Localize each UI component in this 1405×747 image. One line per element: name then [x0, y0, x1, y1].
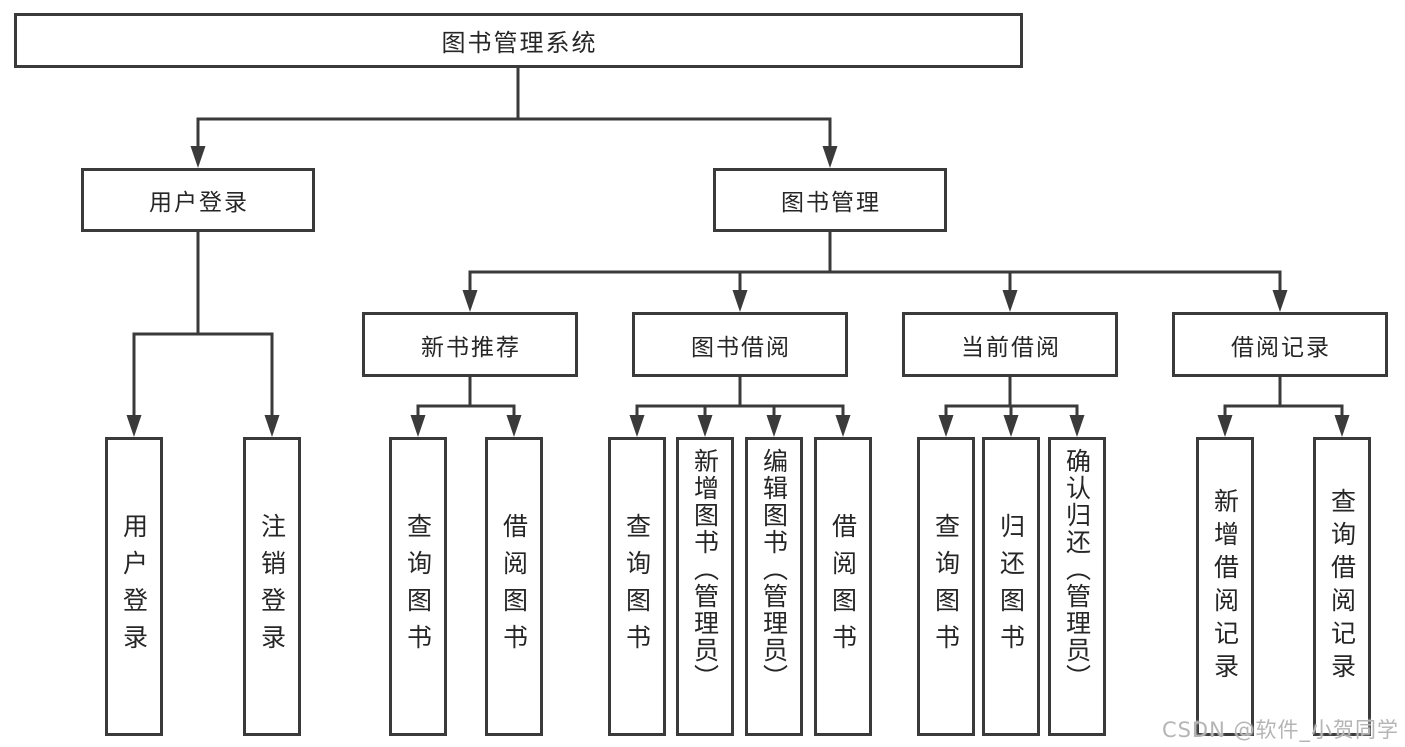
leaf-query-books-borrow: 查询图书 [608, 437, 666, 736]
node-book-borrow: 图书借阅 [632, 312, 848, 377]
watermark: CSDN @软件_小贺同学 [1161, 718, 1399, 742]
leaf-borrow-books-recommend: 借阅图书 [485, 437, 543, 736]
leaf-return-books: 归还图书 [982, 437, 1040, 736]
node-user-login: 用户登录 [81, 168, 315, 232]
leaf-add-borrow-record: 新增借阅记录 [1196, 437, 1254, 736]
node-new-book-recommend: 新书推荐 [362, 312, 578, 377]
leaf-query-books-recommend: 查询图书 [389, 437, 447, 736]
node-current-borrow: 当前借阅 [902, 312, 1118, 377]
leaf-logout: 注销登录 [243, 437, 301, 736]
leaf-borrow-books-borrow: 借阅图书 [814, 437, 872, 736]
node-book-management: 图书管理 [713, 168, 947, 232]
node-borrow-record: 借阅记录 [1172, 312, 1388, 377]
node-library-management-system: 图书管理系统 [14, 13, 1023, 68]
leaf-add-book-admin: 新增图书（管理员） [676, 437, 734, 736]
leaf-confirm-return-admin: 确认归还（管理员） [1048, 437, 1106, 736]
leaf-query-books-current: 查询图书 [917, 437, 975, 736]
leaf-user-login: 用户登录 [105, 437, 163, 736]
leaf-edit-book-admin: 编辑图书（管理员） [745, 437, 803, 736]
leaf-query-borrow-record: 查询借阅记录 [1313, 437, 1371, 736]
